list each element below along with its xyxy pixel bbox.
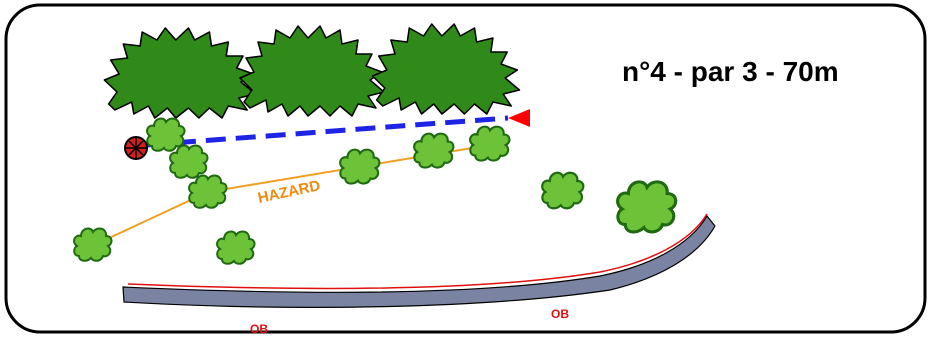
bush-icon <box>413 132 455 169</box>
bush-icon <box>169 144 209 179</box>
bush-icon <box>541 171 585 210</box>
hole-title: n°4 - par 3 - 70m <box>622 56 839 87</box>
fairway-line <box>145 115 509 148</box>
bush-icon <box>146 117 186 152</box>
bush-icon <box>73 227 113 262</box>
big-trees <box>103 23 521 119</box>
bush-icon <box>216 230 256 265</box>
tree-canopy-icon <box>371 23 521 115</box>
map-frame <box>4 3 927 334</box>
bush-icon <box>188 174 228 209</box>
bushes <box>73 117 678 265</box>
bush-icon <box>616 180 678 234</box>
pin-flag-icon <box>508 109 530 127</box>
ob-road <box>122 214 716 308</box>
tree-canopy-icon <box>103 27 257 119</box>
ob-label-right: OB <box>551 307 569 321</box>
bush-icon <box>469 125 511 162</box>
ob-line <box>127 213 708 290</box>
tree-canopy-icon <box>239 25 385 117</box>
bush-icon <box>339 148 381 185</box>
ob-label-left: OB <box>250 322 268 336</box>
tee-basket-icon <box>124 136 148 160</box>
